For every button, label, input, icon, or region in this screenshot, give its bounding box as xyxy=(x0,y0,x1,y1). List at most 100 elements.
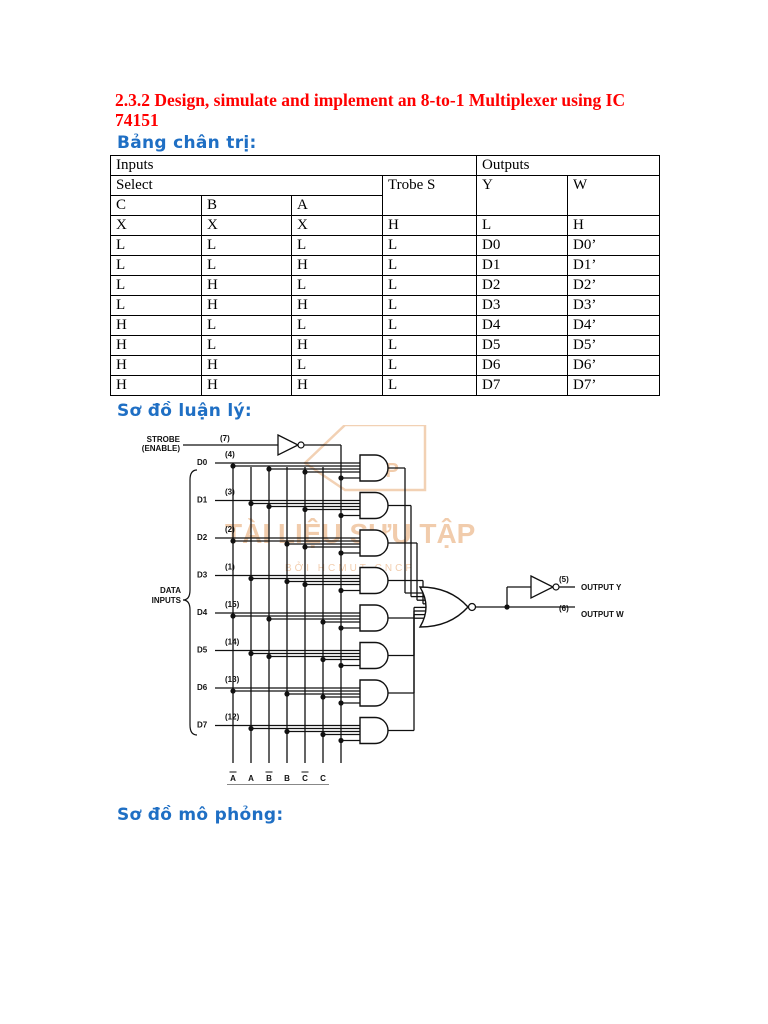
strobe-pin-label: (7) xyxy=(220,434,230,443)
simulation-heading: Sơ đồ mô phỏng: xyxy=(117,805,284,825)
cell-y: D5 xyxy=(476,335,568,356)
cell-y: D4 xyxy=(476,315,568,336)
junction-dot xyxy=(338,550,344,556)
nor-gate-icon xyxy=(418,586,469,628)
select-label: A xyxy=(230,774,236,783)
cell-strobe: L xyxy=(382,235,477,256)
table-header-row: Select Trobe S Y W xyxy=(110,175,661,216)
data-input-pin-label: (14) xyxy=(225,638,240,647)
data-input-pin-label: (3) xyxy=(225,488,235,497)
junction-dot xyxy=(284,541,290,547)
cell-c: L xyxy=(110,275,202,296)
data-inputs-label: INPUTS xyxy=(152,596,182,605)
cell-w: D5’ xyxy=(566,335,661,356)
and-gate-icon xyxy=(359,604,389,632)
cell-y: D7 xyxy=(476,375,568,396)
and-gate-icon xyxy=(359,679,389,707)
select-label: C xyxy=(320,774,326,783)
cell-a: H xyxy=(291,295,383,316)
cell-w: D2’ xyxy=(566,275,661,296)
cell-b: X xyxy=(201,215,292,236)
and-gate-icon xyxy=(359,491,389,520)
cell-b: H xyxy=(201,295,292,316)
cell-w: D0’ xyxy=(566,235,661,256)
junction-dot xyxy=(338,587,344,594)
cell-strobe: L xyxy=(382,315,477,336)
truth-table: Inputs Outputs Select Trobe S Y W C B A … xyxy=(110,155,661,396)
data-input-pin-label: (12) xyxy=(225,713,240,722)
junction-dot xyxy=(266,466,272,472)
cell-b: H xyxy=(201,275,292,296)
truth-table-heading: Bảng chân trị: xyxy=(117,133,257,153)
output-w-pin-label: (6) xyxy=(559,604,569,613)
cell-w: H xyxy=(566,215,661,236)
data-input-label: D7 xyxy=(197,721,208,730)
select-label: B xyxy=(266,774,272,783)
cell-strobe: L xyxy=(382,355,477,376)
junction-dot xyxy=(320,656,326,663)
output-w-header: W xyxy=(566,175,661,216)
inversion-bubble-icon xyxy=(552,583,560,591)
cell-a: L xyxy=(291,355,383,376)
data-input-pin-label: (13) xyxy=(225,675,240,684)
cell-a: X xyxy=(291,215,383,236)
strobe-label: STROBE xyxy=(147,435,181,444)
cell-a: L xyxy=(291,235,383,256)
output-buffer-icon xyxy=(530,574,555,600)
junction-dot xyxy=(338,662,344,669)
junction-dot xyxy=(284,691,290,697)
junction-dot xyxy=(302,469,308,475)
data-input-pin-label: (2) xyxy=(225,525,235,534)
junction-dot xyxy=(320,731,326,738)
cell-y: D2 xyxy=(476,275,568,296)
strobe-header: Trobe S xyxy=(382,175,477,216)
select-label: A xyxy=(248,774,254,783)
and-gate-icon xyxy=(359,566,389,595)
col-a-header: A xyxy=(291,195,383,216)
junction-dot xyxy=(248,500,254,507)
cell-y: D0 xyxy=(476,235,568,256)
junction-dot xyxy=(320,619,326,625)
junction-dot xyxy=(338,737,344,744)
cell-c: L xyxy=(110,235,202,256)
data-inputs-bracket xyxy=(182,469,198,736)
cell-strobe: L xyxy=(382,275,477,296)
data-input-pin-label: (4) xyxy=(225,450,235,459)
cell-a: L xyxy=(291,315,383,336)
table-header-row: C B A xyxy=(110,195,660,216)
cell-b: L xyxy=(201,235,292,256)
cell-w: D7’ xyxy=(566,375,661,396)
cell-strobe: L xyxy=(382,255,477,276)
junction-dot xyxy=(338,625,344,631)
cell-w: D6’ xyxy=(566,355,661,376)
junction-dot xyxy=(266,503,272,510)
output-y-label: OUTPUT Y xyxy=(581,583,622,592)
junction-dot xyxy=(338,512,344,519)
data-input-label: D2 xyxy=(197,533,208,542)
output-w-label: OUTPUT W xyxy=(581,610,624,619)
inversion-bubble-icon xyxy=(297,441,305,449)
junction-dot xyxy=(320,694,326,700)
cell-strobe: L xyxy=(382,335,477,356)
cell-b: L xyxy=(201,335,292,356)
cell-w: D3’ xyxy=(566,295,661,316)
cell-strobe: L xyxy=(382,295,477,316)
logic-diagram-heading: Sơ đồ luận lý: xyxy=(117,401,252,421)
inversion-bubble-icon xyxy=(467,602,477,612)
junction-dot xyxy=(302,506,308,513)
junction-dot xyxy=(230,613,236,619)
data-input-label: D0 xyxy=(197,458,208,467)
watermark-logo-icon xyxy=(303,425,427,492)
data-input-label: D6 xyxy=(197,683,208,692)
inputs-header: Inputs xyxy=(110,155,477,176)
and-gate-icon xyxy=(359,454,389,482)
cell-y: L xyxy=(476,215,568,236)
select-label: B xyxy=(284,774,290,783)
junction-dot xyxy=(302,581,308,588)
cell-w: D1’ xyxy=(566,255,661,276)
